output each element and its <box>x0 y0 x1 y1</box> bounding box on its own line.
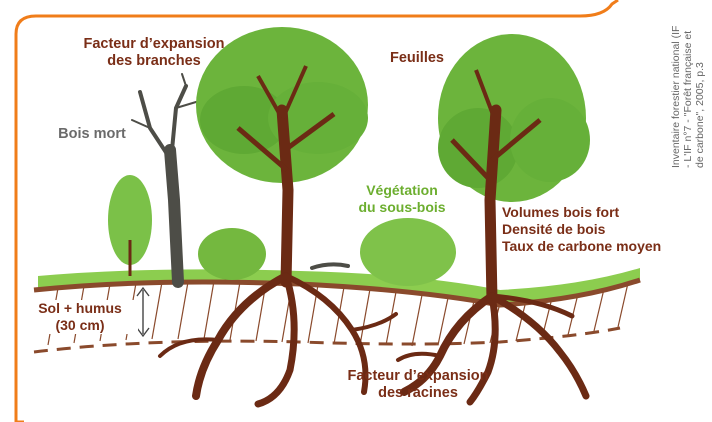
label-soil-depth: (30 cm) <box>22 317 138 334</box>
label-wood-volume: Volumes bois fort <box>502 204 682 221</box>
label-branch-expansion-factor: Facteur d’expansion des branches <box>48 36 260 71</box>
small-tree <box>108 175 152 276</box>
label-branch-expansion-factor-line1: Facteur d’expansion <box>48 36 260 53</box>
source-credit: Inventaire forestier national (IF - L'IF… <box>666 0 712 170</box>
label-dead-wood: Bois mort <box>42 126 142 143</box>
bush-left <box>198 228 266 280</box>
label-mean-carbon-rate: Taux de carbone moyen <box>502 238 682 255</box>
label-soil-humus-line1: Sol + humus <box>22 300 138 317</box>
soil-depth-arrow <box>137 288 149 336</box>
label-leaves: Feuilles <box>372 50 462 67</box>
label-branch-expansion-factor-line2: des branches <box>48 53 260 70</box>
label-root-expansion-factor: Facteur d’expansion des racines <box>318 368 518 403</box>
large-tree-right <box>438 34 590 300</box>
label-wood-density: Densité de bois <box>502 221 682 238</box>
label-understory-vegetation-line2: du sous-bois <box>342 199 462 216</box>
label-soil-humus: Sol + humus (30 cm) <box>22 300 138 334</box>
label-understory-vegetation: Végétation du sous-bois <box>342 182 462 216</box>
label-understory-vegetation-line1: Végétation <box>342 182 462 199</box>
source-credit-line3: de carbone", 2005, p.3 <box>694 0 706 168</box>
source-credit-line1: Inventaire forestier national (IF <box>670 0 682 168</box>
bush-center <box>360 218 456 286</box>
label-wood-volume-density-carbon: Volumes bois fort Densité de bois Taux d… <box>502 204 682 254</box>
source-credit-line2: - L'IF n°7 - "Forêt française et <box>682 0 694 168</box>
label-root-expansion-factor-line1: Facteur d’expansion <box>318 368 518 385</box>
label-root-expansion-factor-line2: des racines <box>318 385 518 402</box>
